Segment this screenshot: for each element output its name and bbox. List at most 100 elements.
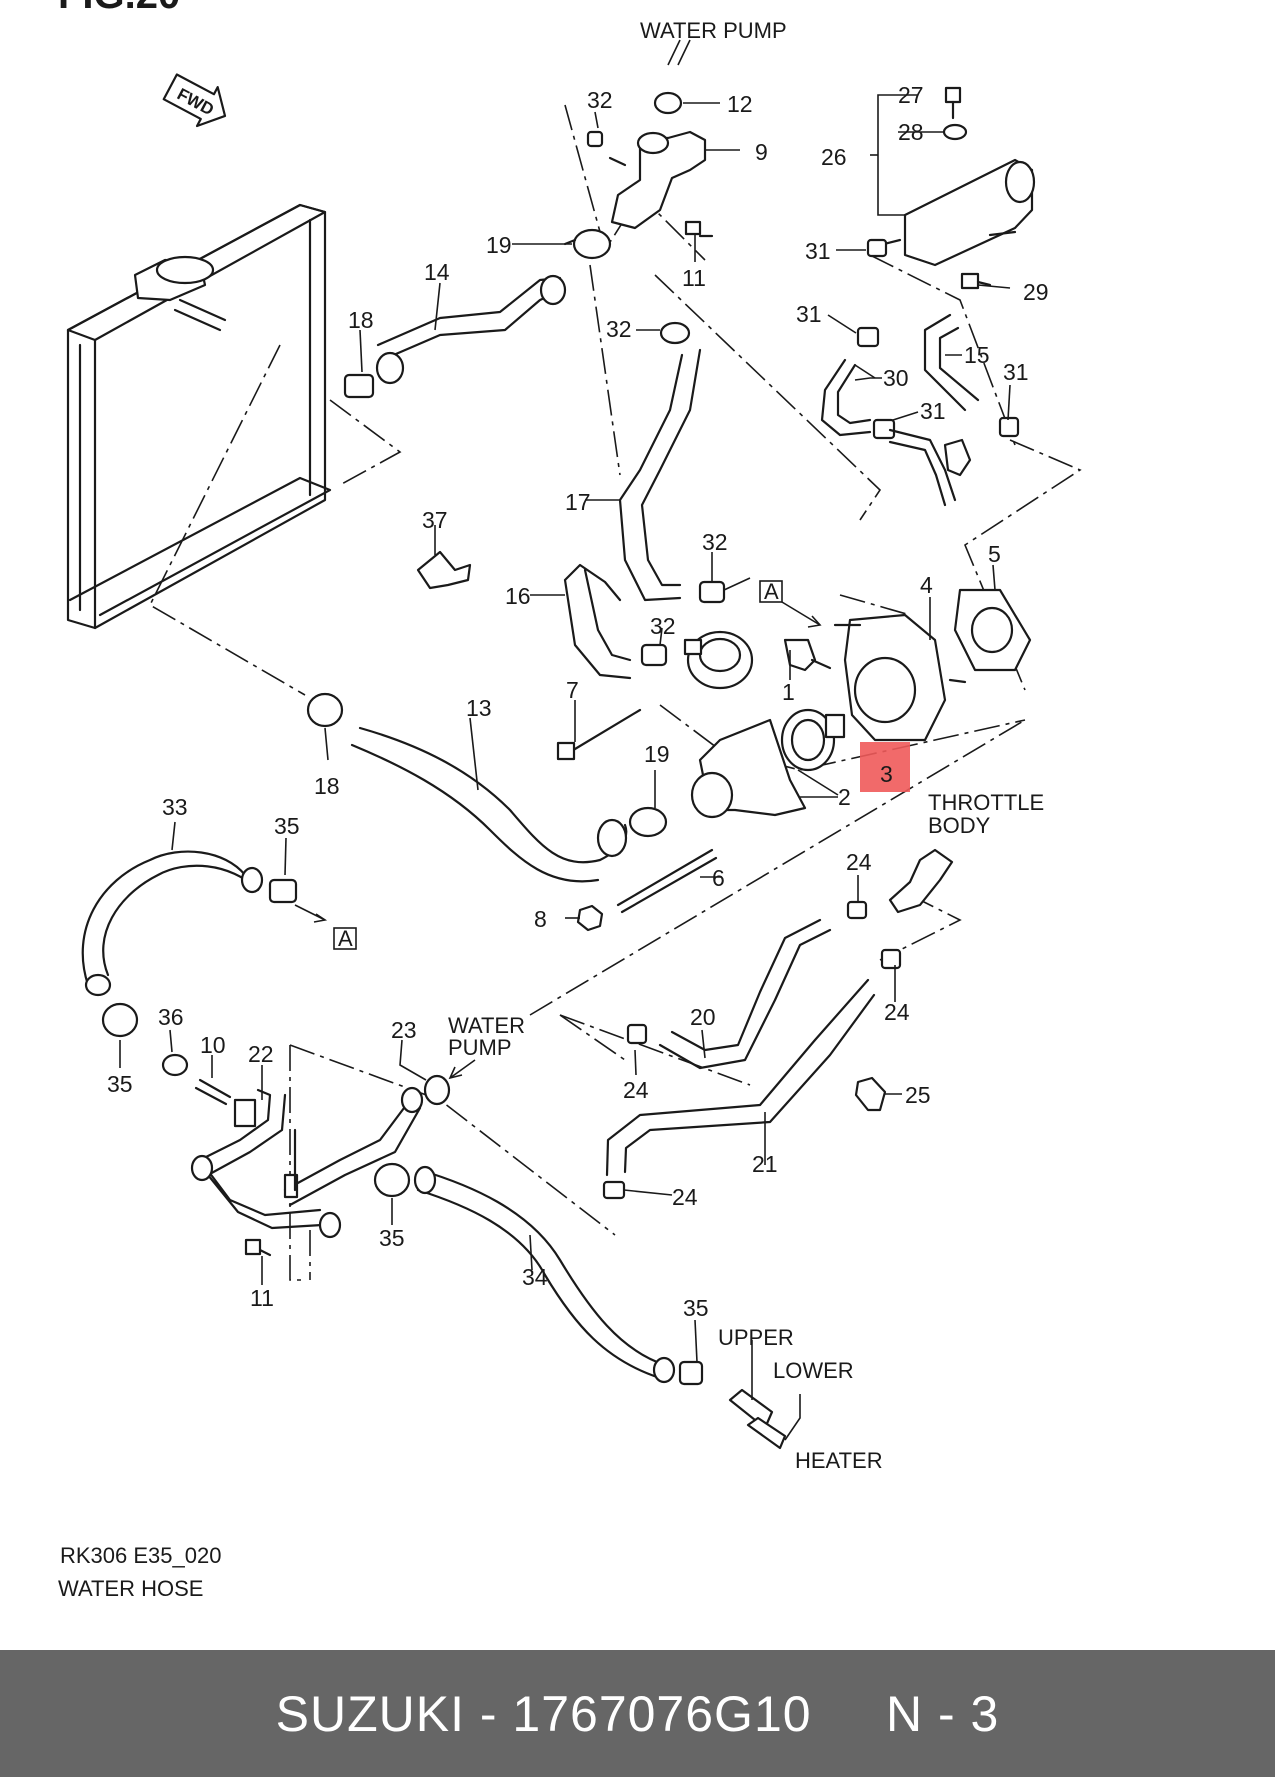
footer-bar: SUZUKI - 1767076G10 N - 3: [0, 1650, 1275, 1777]
part-num-33: 33: [162, 794, 188, 820]
part-num-24d: 24: [672, 1184, 698, 1210]
highlight-box: [860, 742, 910, 792]
part-20-hose: [658, 918, 832, 1070]
part-num-24b: 24: [884, 999, 910, 1025]
part-31-clamp-2: [856, 326, 880, 348]
part-num-29: 29: [1023, 279, 1049, 305]
part-3-thermostat: [780, 708, 846, 772]
part-35-clamp-4: [678, 1360, 704, 1386]
part-num-27: 27: [898, 82, 924, 108]
part-2-inlet-cap: [690, 718, 807, 819]
label-upper: UPPER: [718, 1325, 794, 1350]
part-heater-hoses: [728, 1388, 787, 1450]
part-number-caption: SUZUKI - 1767076G10 N - 3: [275, 1685, 1000, 1742]
part-num-4: 4: [920, 572, 933, 598]
part-14-upper-hose: [376, 276, 564, 362]
part-21-hose: [605, 978, 876, 1177]
part-num-24a: 24: [846, 849, 872, 875]
part-32-clamp: [586, 130, 604, 148]
part-12-o-ring: [653, 91, 683, 115]
part-num-17: 17: [565, 489, 591, 515]
part-24-clamp-3: [626, 1023, 648, 1045]
svg-text:A: A: [764, 579, 779, 604]
part-num-8: 8: [534, 906, 547, 932]
part-num-32b: 32: [606, 316, 632, 342]
part-16-small-hose: [563, 563, 632, 680]
diagram-title: WATER HOSE: [58, 1576, 203, 1601]
label-water-pump-mid-2: PUMP: [448, 1035, 512, 1060]
part-8-nut: [576, 904, 604, 932]
part-num-11a: 11: [682, 265, 706, 291]
part-24-clamp-2: [880, 948, 902, 970]
part-num-7: 7: [566, 677, 579, 703]
part-31-clamp-4: [998, 416, 1020, 438]
part-5-gasket: [953, 588, 1032, 672]
part-num-25: 25: [905, 1082, 931, 1108]
part-num-2: 2: [838, 784, 851, 810]
part-29-bolt: [960, 272, 992, 290]
part-num-31a: 31: [805, 238, 831, 264]
label-water-pump-top: WATER PUMP: [640, 18, 787, 43]
part-7-bolt: [556, 708, 642, 761]
part-18-clamp: [343, 373, 375, 399]
part-num-18b: 18: [314, 773, 340, 799]
parts-diagram: FIG.20 FWD: [58, 0, 1082, 1601]
part-10-stud: [194, 1078, 232, 1106]
part-num-24c: 24: [623, 1077, 649, 1103]
part-num-1: 1: [782, 679, 795, 705]
part-num-15: 15: [964, 342, 990, 368]
part-11-bolt-2: [244, 1238, 272, 1257]
part-num-16: 16: [505, 583, 531, 609]
part-num-12: 12: [727, 91, 753, 117]
part-num-32c: 32: [702, 529, 728, 555]
part-34-hose: [416, 1168, 667, 1380]
part-13-lower-hose: [350, 726, 628, 883]
part-24-clamp: [846, 900, 868, 920]
label-heater: HEATER: [795, 1448, 883, 1473]
part-num-35c: 35: [379, 1225, 405, 1251]
part-31-clamp-3: [872, 418, 896, 440]
part-num-32d: 32: [650, 613, 676, 639]
part-num-19b: 19: [644, 741, 670, 767]
part-num-14: 14: [424, 259, 450, 285]
part-num-31c: 31: [920, 398, 946, 424]
part-bypass-pipe: [888, 428, 957, 507]
part-num-31d: 31: [1003, 359, 1029, 385]
part-num-31b: 31: [796, 301, 822, 327]
part-1-sensor: [783, 638, 832, 672]
part-num-28: 28: [898, 119, 924, 145]
part-32-clamp-4: [640, 643, 668, 667]
part-num-3: 3: [880, 761, 893, 787]
part-32-clamp-2: [659, 321, 691, 345]
part-36-grommet: [161, 1053, 189, 1077]
part-num-19a: 19: [486, 232, 512, 258]
part-35-clamp: [268, 878, 298, 904]
part-num-30: 30: [883, 365, 909, 391]
part-23-o-ring: [423, 1074, 451, 1106]
part-num-22: 22: [248, 1041, 274, 1067]
part-4-thermostat-case: [833, 613, 967, 742]
part-num-37: 37: [422, 507, 448, 533]
part-25-clip: [854, 1076, 887, 1112]
part-fan-pulley: [683, 630, 754, 690]
fwd-arrow-icon: FWD: [162, 73, 227, 128]
part-num-13: 13: [466, 695, 492, 721]
part-num-10: 10: [200, 1032, 226, 1058]
part-15-hose: [923, 313, 980, 412]
label-throttle-1: THROTTLE: [928, 790, 1044, 815]
ref-box-a: A: [759, 579, 783, 604]
part-num-21: 21: [752, 1151, 778, 1177]
part-30-hose: [820, 358, 872, 437]
part-num-18a: 18: [348, 307, 374, 333]
label-lower: LOWER: [773, 1358, 854, 1383]
part-18-clamp-2: [306, 692, 344, 728]
part-6-stud: [616, 848, 718, 914]
diagram-code: RK306 E35_020: [60, 1543, 221, 1568]
label-throttle-2: BODY: [928, 813, 991, 838]
part-11-bolt: [684, 220, 714, 238]
part-num-35d: 35: [683, 1295, 709, 1321]
part-33-hose: [81, 850, 260, 987]
part-17-bypass-hose: [618, 348, 702, 602]
svg-text:A: A: [338, 926, 353, 951]
part-9-inlet-pipe: [608, 130, 707, 230]
